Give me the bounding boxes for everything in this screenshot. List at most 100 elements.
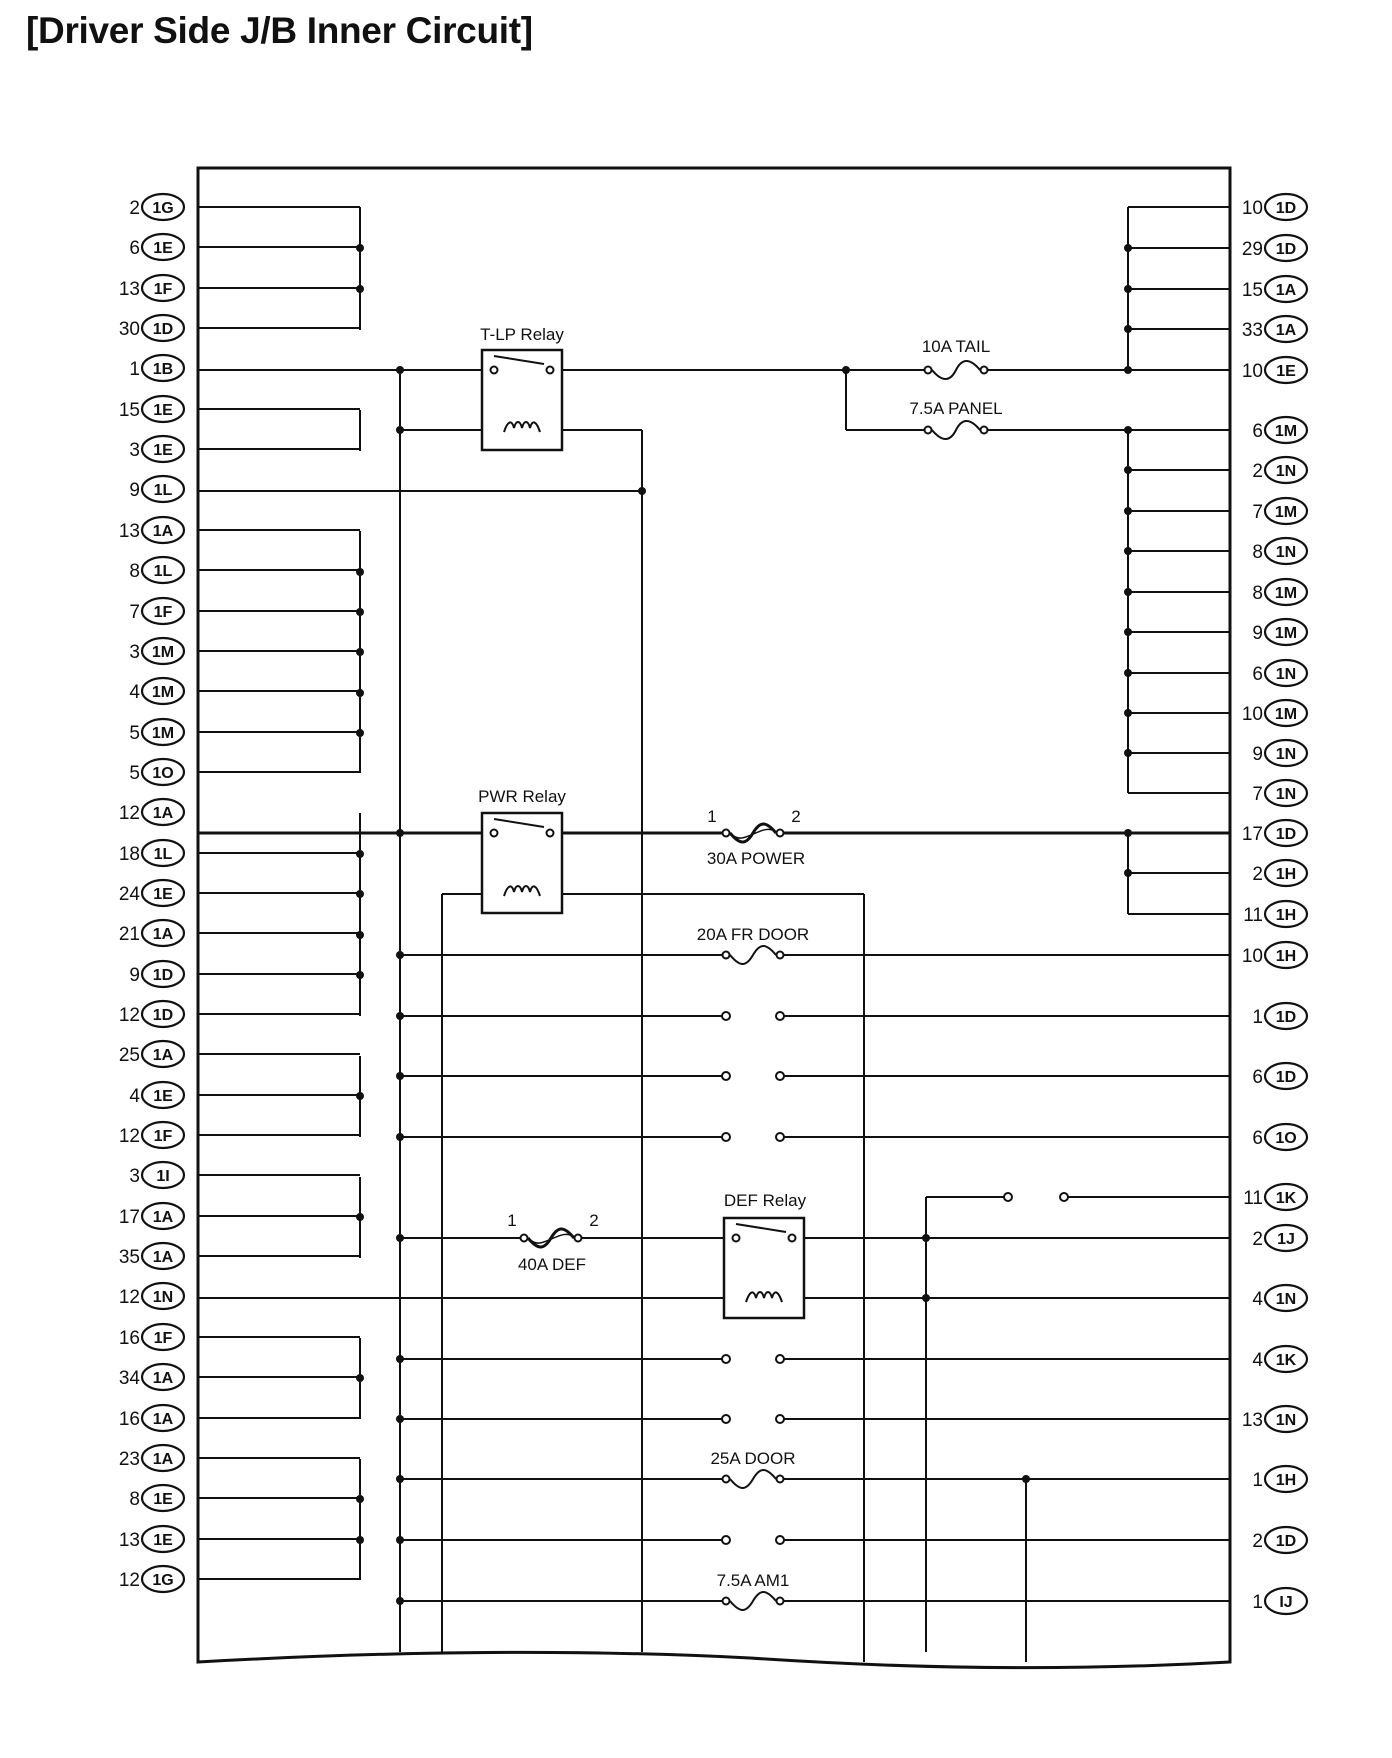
left-connector-code: 1E [153,1491,173,1508]
right-connector-code: 1D [1276,826,1296,843]
fuse-fr-door: 20A FR DOOR [697,925,809,965]
left-connector-pin: 8 [129,1489,140,1510]
fuse-tail-label: 10A TAIL [922,337,990,356]
right-connector-pin: 6 [1252,421,1263,442]
right-connector-badge [1263,577,1309,607]
left-connector-badge [140,1443,186,1473]
right-connector-pin: 10 [1242,704,1263,725]
right-connector-code: 1N [1276,786,1296,803]
left-connector-code: 1A [153,1451,174,1468]
right-connector-code: 1N [1276,544,1296,561]
left-connector-pin: 17 [119,1207,140,1228]
left-connector-badge [140,878,186,908]
open-terminals [721,1011,1069,1545]
pwr-relay: PWR Relay [478,787,566,915]
right-connector-badge [1263,1283,1309,1313]
def-relay: DEF Relay [722,1191,807,1320]
right-connector-pin: 2 [1252,1229,1263,1250]
right-connector-badge [1263,778,1309,808]
right-connector-code: 1N [1276,463,1296,480]
left-connector-code: 1L [154,482,173,499]
left-connector-badge [140,1080,186,1110]
left-connector-pin: 13 [119,1530,140,1551]
fuse-power-in-terminal: 1 [707,807,716,826]
left-connector-pin: 34 [119,1368,141,1389]
left-connector-pin: 12 [119,1005,140,1026]
left-connector-pin: 16 [119,1328,140,1349]
left-connector-badge [140,1120,186,1150]
left-connector-pin: 13 [119,279,140,300]
right-connector-code: 1M [1275,625,1297,642]
left-connector-code: 1M [152,644,174,661]
right-connector-badge [1263,1586,1309,1616]
def-relay-label: DEF Relay [724,1191,807,1210]
left-connector-badge [140,1362,186,1392]
right-connector-code: 1A [1276,322,1297,339]
right-connector-badge [1263,415,1309,445]
left-connector-pin: 30 [119,319,140,340]
left-connector-pin: 23 [119,1449,140,1470]
fuse-door-label: 25A DOOR [710,1449,795,1468]
right-connector-badge [1263,1404,1309,1434]
right-connector-badge [1263,355,1309,385]
left-connector-badge [140,1160,186,1190]
left-connector-pin: 6 [129,238,140,259]
right-connector-pin: 10 [1242,361,1263,382]
right-connector-code: IJ [1279,1594,1292,1611]
fuse-fr-door-label: 20A FR DOOR [697,925,809,944]
right-connector-pin: 17 [1242,824,1263,845]
pwr-relay-label: PWR Relay [478,787,566,806]
right-connector-badge [1263,1223,1309,1253]
right-connector-code: 1D [1276,1069,1296,1086]
left-connector-pin: 4 [129,682,140,703]
right-connector-pin: 4 [1252,1289,1263,1310]
right-connector-code: 1K [1276,1190,1297,1207]
tlp-relay: T-LP Relay [480,325,564,452]
left-connector-badge [140,1241,186,1271]
right-connector-badge [1263,738,1309,768]
right-connector-badge [1263,536,1309,566]
left-connector-code: 1A [153,926,174,943]
right-connector-badge [1263,617,1309,647]
left-connector-pin: 15 [119,400,140,421]
right-connector-badge [1263,818,1309,848]
left-connector-code: 1A [153,805,174,822]
right-connector-pin: 11 [1243,1188,1263,1209]
right-connector-pin: 1 [1252,1007,1263,1028]
right-connector-code: 1M [1275,706,1297,723]
left-connector-pin: 4 [129,1086,140,1107]
left-connector-badge [140,434,186,464]
left-connector-code: 1B [153,361,173,378]
right-connector-code: 1H [1276,1472,1296,1489]
left-connector-pin: 2 [129,198,140,219]
left-connector-pin: 3 [129,440,140,461]
right-connector-code: 1N [1276,746,1296,763]
left-connector-code: 1L [154,563,173,580]
right-connector-pin: 9 [1252,744,1263,765]
left-connector-code: 1A [153,1249,174,1266]
left-connector-code: 1L [154,846,173,863]
left-connector-pin: 12 [119,803,140,824]
left-connector-badge [140,838,186,868]
left-connector-code: 1A [153,523,174,540]
left-connector-code: 1D [153,321,173,338]
right-connector-badge [1263,1061,1309,1091]
